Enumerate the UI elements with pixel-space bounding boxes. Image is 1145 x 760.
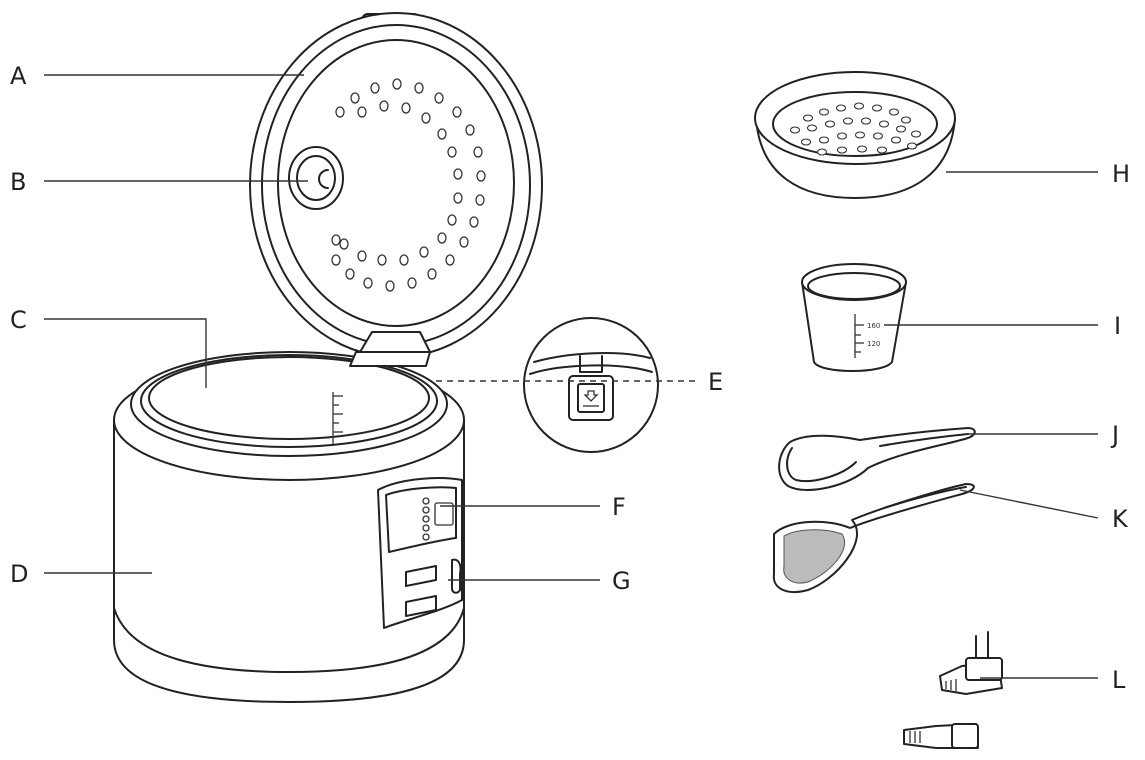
leader-lines	[44, 74, 1099, 679]
cup-mark-120: 120	[867, 340, 880, 348]
steamer-basket	[754, 71, 956, 199]
measuring-cup: 160 120	[801, 263, 907, 372]
part-labels: A B C D E F G H I J K L	[10, 62, 1130, 694]
label-d: D	[10, 560, 28, 588]
cooker-body	[113, 351, 465, 703]
lid	[249, 12, 543, 358]
label-j: J	[1110, 421, 1119, 449]
lid-release-detail	[523, 317, 659, 453]
inner-pot-water-scale	[332, 392, 343, 444]
control-panel	[377, 477, 463, 629]
label-a: A	[10, 62, 27, 90]
label-l: L	[1112, 666, 1126, 694]
lid-steam-holes	[331, 78, 486, 292]
control-buttons	[405, 558, 462, 617]
steam-valve	[288, 146, 344, 210]
label-e: E	[708, 368, 723, 396]
label-h: H	[1112, 160, 1130, 188]
label-g: G	[612, 567, 631, 595]
label-i: I	[1114, 312, 1121, 340]
label-b: B	[10, 168, 26, 196]
slotted-ladle	[772, 483, 975, 593]
power-cord	[769, 631, 1003, 749]
cup-mark-160: 160	[867, 322, 880, 330]
label-c: C	[10, 306, 27, 334]
rice-spoon	[778, 427, 976, 491]
label-k: K	[1112, 505, 1129, 533]
label-f: F	[612, 493, 626, 521]
